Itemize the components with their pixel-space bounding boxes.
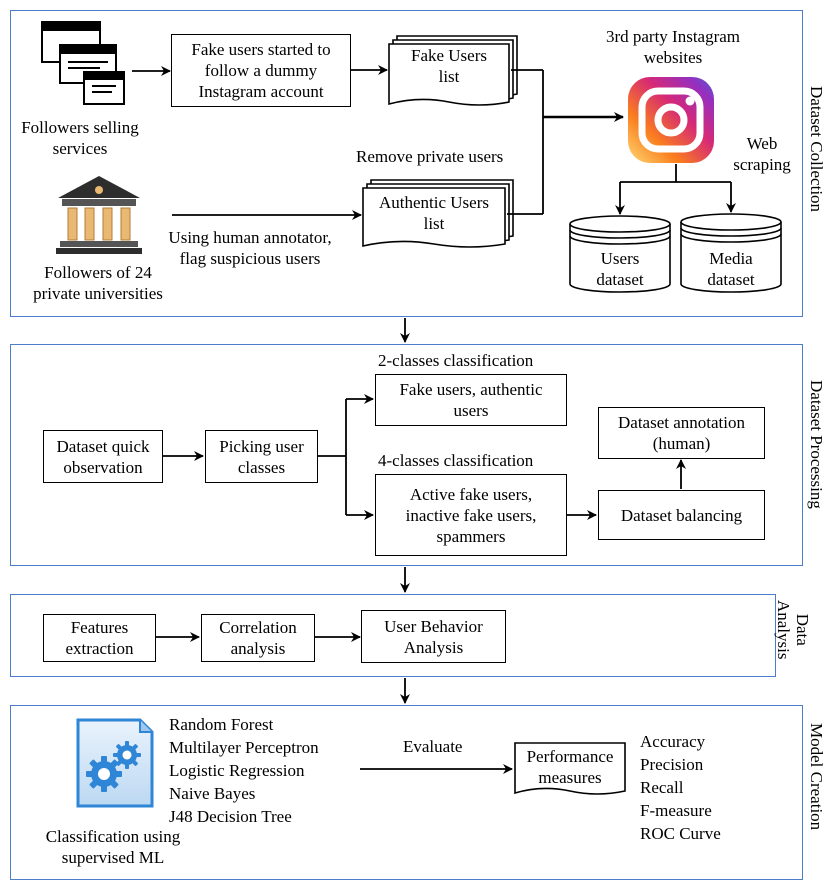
two-classes-label: 2-classes classification: [378, 351, 534, 370]
dataset-balancing-box: Dataset balancing: [598, 490, 765, 540]
section-label-data-analysis: Data Analysis: [774, 600, 812, 660]
users-dataset-label: Users dataset: [596, 249, 644, 289]
human-annotator-label: Using human annotator, flag suspicious u…: [168, 228, 332, 268]
metric-item: Recall: [640, 778, 684, 797]
algorithm-item: Naive Bayes: [169, 784, 256, 803]
fake-users-started-box: Fake users started to follow a dummy Ins…: [171, 34, 351, 107]
data-analysis-label-line2: Analysis: [774, 600, 793, 660]
evaluate-label: Evaluate: [403, 737, 463, 756]
four-classes-label: 4-classes classification: [378, 451, 534, 470]
features-extraction-box: Features extraction: [43, 614, 156, 662]
fake-authentic-users-box: Fake users, authentic users: [375, 374, 567, 426]
user-behavior-analysis-box: User Behavior Analysis: [361, 610, 506, 663]
media-dataset-label: Media dataset: [707, 249, 755, 289]
web-scraping-label: Web scraping: [733, 134, 791, 174]
authentic-users-list-label: Authentic Users list: [378, 193, 489, 233]
metric-item: Accuracy: [640, 732, 706, 751]
followers-selling-label: Followers selling services: [21, 118, 139, 158]
correlation-analysis-box: Correlation analysis: [201, 614, 315, 662]
section-label-model-creation: Model Creation: [807, 723, 826, 831]
section-label-dataset-processing: Dataset Processing: [807, 380, 826, 509]
metric-item: F-measure: [640, 801, 712, 820]
remove-private-users-label: Remove private users: [356, 147, 504, 166]
fake-users-list-label: Fake Users list: [410, 46, 487, 86]
metric-item: Precision: [640, 755, 704, 774]
followers-universities-label: Followers of 24 private universities: [33, 263, 163, 303]
algorithms-list: Random Forest Multilayer Perceptron Logi…: [169, 713, 319, 828]
active-fake-users-box: Active fake users, inactive fake users, …: [375, 474, 567, 556]
dataset-annotation-box: Dataset annotation (human): [598, 407, 765, 459]
dataset-collection-panel: [10, 10, 803, 317]
third-party-websites-label: 3rd party Instagram websites: [605, 27, 741, 67]
algorithm-item: J48 Decision Tree: [169, 807, 292, 826]
metric-item: ROC Curve: [640, 824, 721, 843]
dataset-quick-observation-box: Dataset quick observation: [43, 430, 163, 483]
picking-user-classes-box: Picking user classes: [205, 430, 318, 483]
metrics-list: Accuracy Precision Recall F-measure ROC …: [640, 730, 721, 845]
section-label-dataset-collection: Dataset Collection: [807, 86, 826, 213]
algorithm-item: Multilayer Perceptron: [169, 738, 319, 757]
performance-measures-label: Performance measures: [526, 747, 614, 787]
data-analysis-label-line1: Data: [793, 613, 812, 646]
algorithm-item: Logistic Regression: [169, 761, 305, 780]
data-analysis-panel: [10, 594, 776, 677]
dataset-processing-panel: [10, 344, 803, 566]
algorithm-item: Random Forest: [169, 715, 274, 734]
classification-label: Classification using supervised ML: [45, 827, 181, 867]
